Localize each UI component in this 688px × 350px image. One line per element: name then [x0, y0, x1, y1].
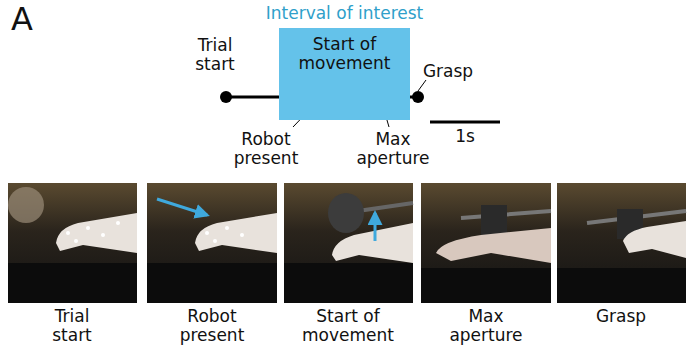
photo-caption: Trial start [42, 307, 102, 344]
event-label: Trial start [185, 36, 245, 73]
interval-heading: Interval of interest [249, 4, 440, 23]
photo-caption: Max aperture [446, 307, 526, 344]
event-label: Start of movement [297, 35, 393, 72]
photo-caption: Robot present [176, 307, 248, 344]
photo-caption: Grasp [581, 307, 661, 326]
event-label: Robot present [230, 130, 302, 167]
scale-bar [430, 121, 500, 124]
event-label: Max aperture [353, 130, 433, 167]
event-label: Grasp [418, 62, 478, 81]
panel-letter: A [2, 2, 42, 37]
photo-strip [8, 183, 686, 303]
interval-band: Interval of interestStart of movement [279, 28, 410, 120]
timeline-dot [412, 91, 424, 103]
leader-line [418, 80, 426, 91]
scale-label: 1s [445, 127, 485, 146]
photo-caption: Start of movement [298, 307, 398, 344]
timeline-dot [220, 91, 232, 103]
